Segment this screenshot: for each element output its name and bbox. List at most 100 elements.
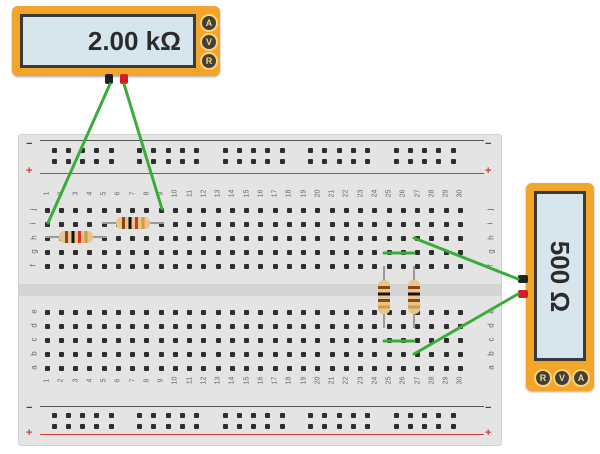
breadboard-hole[interactable]	[87, 221, 93, 227]
breadboard-hole[interactable]	[429, 337, 435, 343]
breadboard-hole[interactable]	[87, 235, 93, 241]
breadboard-hole[interactable]	[201, 365, 207, 371]
breadboard-hole[interactable]	[301, 323, 306, 329]
probe-right-black[interactable]	[518, 275, 528, 283]
breadboard-hole[interactable]	[215, 221, 221, 227]
breadboard-hole[interactable]	[301, 235, 306, 241]
breadboard-hole[interactable]	[44, 337, 50, 343]
breadboard-hole[interactable]	[279, 147, 285, 153]
breadboard-hole[interactable]	[215, 323, 221, 329]
breadboard-hole[interactable]	[415, 365, 420, 371]
breadboard-hole[interactable]	[301, 221, 306, 227]
breadboard-hole[interactable]	[393, 423, 399, 429]
breadboard-hole[interactable]	[215, 235, 221, 241]
breadboard-hole[interactable]	[222, 147, 228, 153]
breadboard-hole[interactable]	[457, 221, 463, 227]
breadboard-hole[interactable]	[343, 323, 349, 329]
breadboard-hole[interactable]	[201, 337, 207, 343]
breadboard-hole[interactable]	[350, 147, 356, 153]
breadboard-hole[interactable]	[130, 249, 135, 255]
breadboard-hole[interactable]	[436, 147, 442, 153]
breadboard-hole[interactable]	[101, 263, 107, 269]
breadboard-hole[interactable]	[457, 207, 463, 213]
breadboard-hole[interactable]	[386, 249, 392, 255]
breadboard-hole[interactable]	[187, 207, 192, 213]
breadboard-hole[interactable]	[215, 309, 221, 315]
breadboard-hole[interactable]	[201, 351, 207, 357]
breadboard-hole[interactable]	[73, 351, 78, 357]
breadboard-hole[interactable]	[386, 207, 392, 213]
breadboard-hole[interactable]	[329, 309, 335, 315]
breadboard-hole[interactable]	[415, 235, 420, 241]
breadboard-hole[interactable]	[365, 423, 371, 429]
breadboard-hole[interactable]	[101, 351, 107, 357]
breadboard-hole[interactable]	[400, 351, 406, 357]
breadboard-hole[interactable]	[386, 365, 392, 371]
breadboard-hole[interactable]	[272, 263, 278, 269]
breadboard-hole[interactable]	[322, 147, 328, 153]
breadboard-hole[interactable]	[329, 323, 335, 329]
breadboard-hole[interactable]	[187, 323, 192, 329]
breadboard-hole[interactable]	[101, 309, 107, 315]
breadboard-hole[interactable]	[400, 221, 406, 227]
breadboard-hole[interactable]	[130, 221, 135, 227]
breadboard-hole[interactable]	[415, 207, 420, 213]
breadboard-hole[interactable]	[279, 412, 285, 418]
breadboard-hole[interactable]	[115, 365, 121, 371]
breadboard-hole[interactable]	[130, 337, 135, 343]
breadboard-hole[interactable]	[272, 207, 278, 213]
breadboard-hole[interactable]	[315, 323, 321, 329]
breadboard-hole[interactable]	[229, 337, 235, 343]
breadboard-hole[interactable]	[343, 337, 349, 343]
breadboard-hole[interactable]	[279, 158, 285, 164]
breadboard-hole[interactable]	[429, 207, 435, 213]
breadboard-hole[interactable]	[301, 351, 306, 357]
breadboard-hole[interactable]	[165, 423, 171, 429]
breadboard-hole[interactable]	[322, 158, 328, 164]
breadboard-hole[interactable]	[144, 263, 150, 269]
breadboard-hole[interactable]	[179, 147, 185, 153]
breadboard-hole[interactable]	[429, 309, 435, 315]
breadboard-hole[interactable]	[336, 412, 342, 418]
breadboard-hole[interactable]	[251, 147, 257, 153]
breadboard-hole[interactable]	[229, 235, 235, 241]
breadboard-hole[interactable]	[73, 365, 78, 371]
breadboard-hole[interactable]	[108, 412, 114, 418]
breadboard-hole[interactable]	[187, 249, 192, 255]
breadboard-hole[interactable]	[315, 309, 321, 315]
breadboard-hole[interactable]	[386, 351, 392, 357]
breadboard-hole[interactable]	[251, 412, 257, 418]
breadboard-hole[interactable]	[108, 423, 114, 429]
breadboard-hole[interactable]	[329, 207, 335, 213]
breadboard-hole[interactable]	[130, 263, 135, 269]
breadboard-hole[interactable]	[343, 249, 349, 255]
breadboard-hole[interactable]	[158, 221, 164, 227]
breadboard-hole[interactable]	[244, 351, 249, 357]
breadboard-hole[interactable]	[350, 423, 356, 429]
breadboard-hole[interactable]	[187, 351, 192, 357]
breadboard-hole[interactable]	[400, 365, 406, 371]
breadboard-hole[interactable]	[144, 337, 150, 343]
breadboard-hole[interactable]	[336, 158, 342, 164]
breadboard-hole[interactable]	[429, 365, 435, 371]
breadboard-hole[interactable]	[65, 147, 71, 153]
breadboard-hole[interactable]	[58, 309, 64, 315]
breadboard-hole[interactable]	[158, 365, 164, 371]
breadboard-hole[interactable]	[87, 365, 93, 371]
breadboard-hole[interactable]	[258, 235, 264, 241]
breadboard-hole[interactable]	[130, 207, 135, 213]
breadboard-hole[interactable]	[115, 323, 121, 329]
breadboard-hole[interactable]	[415, 221, 420, 227]
breadboard-hole[interactable]	[87, 249, 93, 255]
breadboard-hole[interactable]	[457, 351, 463, 357]
breadboard-hole[interactable]	[372, 337, 378, 343]
breadboard-hole[interactable]	[386, 309, 392, 315]
breadboard-hole[interactable]	[80, 423, 86, 429]
breadboard-hole[interactable]	[422, 147, 428, 153]
breadboard-hole[interactable]	[144, 323, 150, 329]
breadboard-hole[interactable]	[415, 249, 420, 255]
breadboard-hole[interactable]	[286, 309, 292, 315]
breadboard-hole[interactable]	[130, 351, 135, 357]
breadboard-hole[interactable]	[172, 263, 178, 269]
breadboard-hole[interactable]	[58, 235, 64, 241]
